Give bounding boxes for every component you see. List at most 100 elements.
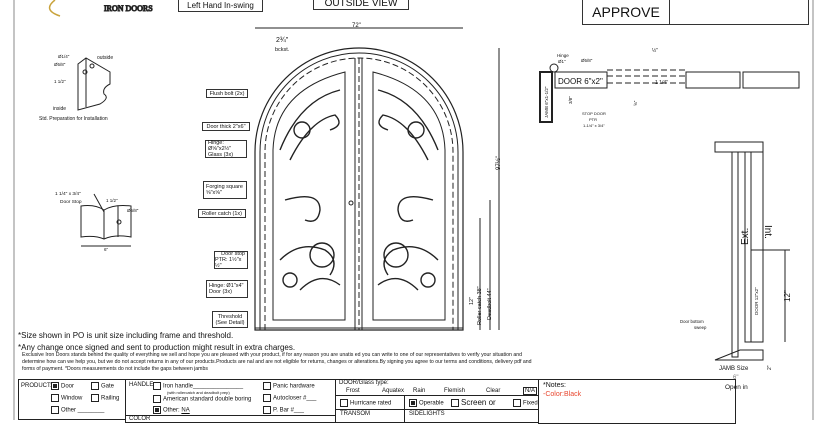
callout-hinge-glass: Hinge: Ø⅝"x2½"Glass (3x)	[205, 140, 247, 158]
svg-text:outside: outside	[97, 55, 113, 61]
sidelights-section: SIDELIGHTS	[404, 409, 539, 423]
svg-text:PTR: PTR	[589, 117, 597, 122]
svg-text:Ø5/8": Ø5/8"	[54, 62, 66, 67]
fixed-checkbox[interactable]: Fixed	[513, 399, 538, 407]
product-gate-checkbox[interactable]: Gate	[91, 382, 114, 390]
callout-door-thick: Door thick 2"x6"	[202, 122, 250, 131]
iron-handle-note: (with rollercatch and deadbolt prep)	[167, 390, 230, 395]
door-elevation: 72" 2¾" bckst. 97½" Deadbolt 44" Roller …	[254, 23, 502, 331]
svg-text:12": 12"	[783, 290, 792, 302]
iron-handle-checkbox[interactable]: Iron handle_______________	[153, 382, 243, 390]
hurricane-section: Hurricane rated	[335, 395, 405, 410]
svg-text:1 1/4" x 3/4": 1 1/4" x 3/4"	[55, 191, 81, 197]
notes-label: *Notes:	[543, 382, 566, 389]
svg-text:STOP DOOR: STOP DOOR	[582, 111, 606, 116]
transom-section: TRANSOM	[335, 409, 405, 423]
svg-text:inside: inside	[53, 106, 66, 112]
operable-checkbox[interactable]: Operable	[409, 399, 444, 407]
svg-text:2": 2"	[767, 365, 773, 370]
svg-text:Ø5/8": Ø5/8"	[127, 208, 139, 213]
product-other-checkbox[interactable]: Other ________	[51, 406, 104, 414]
svg-text:3/8": 3/8"	[568, 96, 573, 104]
svg-text:6": 6"	[733, 375, 738, 381]
handle-other-value: NA	[181, 407, 190, 414]
handle-section: HANDLE Iron handle_______________ (with …	[125, 379, 336, 416]
svg-text:6": 6"	[104, 247, 109, 252]
swing-label: Left Hand In-swing	[178, 0, 263, 12]
callout-flush-bolt: Flush bolt (2x)	[206, 89, 248, 98]
handle-other-checkbox[interactable]: Other: NA	[153, 406, 190, 414]
product-label: PRODUCT:	[21, 383, 52, 389]
section-view: Ext. Int. DOOR 12"x2" 12" Door bottom sw…	[680, 141, 792, 391]
glass-na[interactable]: N/A	[523, 387, 538, 395]
color-section: COLOR	[125, 415, 336, 423]
svg-text:1 1/2": 1 1/2"	[54, 79, 66, 84]
svg-text:72": 72"	[352, 23, 361, 29]
transom-label: TRANSOM	[340, 411, 370, 417]
notes-section: *Notes: -Color:Black	[538, 379, 736, 424]
size-note: *Size shown in PO is unit size including…	[18, 331, 234, 340]
svg-text:Deadbolt 44": Deadbolt 44"	[487, 288, 493, 320]
svg-text:Ext.: Ext.	[740, 228, 751, 245]
svg-text:1-1/4" x 3/4": 1-1/4" x 3/4"	[583, 123, 605, 128]
logo-text: IRON DOORS	[104, 4, 153, 13]
svg-text:Ø1/4": Ø1/4"	[58, 54, 70, 59]
svg-text:Ø1": Ø1"	[558, 59, 566, 64]
svg-text:DOOR 12"x2": DOOR 12"x2"	[754, 287, 759, 315]
svg-text:97½": 97½"	[495, 156, 502, 170]
approve-label: APPROVE	[583, 0, 670, 24]
svg-text:Door Stop: Door Stop	[60, 199, 82, 205]
hurricane-checkbox[interactable]: Hurricane rated	[340, 399, 391, 407]
svg-text:Hinge: Hinge	[557, 53, 569, 58]
svg-text:JAMB 6"x1-1/2": JAMB 6"x1-1/2"	[544, 86, 549, 118]
svg-text:sweep: sweep	[694, 325, 707, 330]
svg-text:1 1/4": 1 1/4"	[655, 80, 668, 86]
operation-section: Operable Screen or Fixed	[404, 395, 539, 410]
product-door-checkbox[interactable]: Door	[51, 382, 74, 390]
svg-text:1 1/2": 1 1/2"	[106, 198, 118, 203]
glass-flemish[interactable]: Flemish	[444, 388, 466, 394]
glass-frost[interactable]: Frost	[346, 388, 360, 394]
glass-aquatex[interactable]: Aquatex	[382, 388, 405, 394]
svg-text:2¾": 2¾"	[276, 37, 289, 44]
product-railing-checkbox[interactable]: Railing	[91, 394, 119, 402]
color-label: COLOR	[129, 416, 151, 422]
glass-clear[interactable]: Clear	[486, 388, 501, 394]
svg-text:bckst.: bckst.	[275, 47, 290, 53]
panic-hardware-checkbox[interactable]: Panic hardware	[263, 382, 315, 390]
svg-text:JAMB Size: JAMB Size	[719, 366, 749, 372]
callout-roller-catch: Roller catch (1x)	[198, 209, 246, 218]
approve-signature-field[interactable]	[670, 0, 808, 24]
svg-text:Int.: Int.	[762, 225, 773, 239]
pbar-checkbox[interactable]: P. Bar #___	[263, 406, 304, 414]
svg-text:Door bottom: Door bottom	[680, 319, 704, 324]
autocloser-checkbox[interactable]: Autocloser #___	[263, 394, 316, 402]
handle-label: HANDLE	[129, 382, 154, 388]
svg-text:Ø5/8": Ø5/8"	[581, 58, 593, 63]
callout-hinge-door: Hinge: Ø1"x4"Door (3x)	[206, 280, 248, 298]
sidelights-label: SIDELIGHTS	[409, 411, 445, 417]
svg-text:Roller catch 38": Roller catch 38"	[477, 286, 483, 325]
glass-section: DOOR/Glass type: Frost Aquatex Rain Flem…	[335, 379, 539, 396]
product-window-checkbox[interactable]: Window	[51, 394, 82, 402]
plan-view: Hinge Ø1" Ø5/8" ½" DOOR 6"x2" JAMB 6"x1-…	[539, 47, 800, 128]
american-boring-checkbox[interactable]: American standard double boring	[153, 395, 251, 403]
svg-text:Open in: Open in	[725, 384, 748, 391]
view-label: OUTSIDE VIEW	[313, 0, 409, 10]
change-note: *Any change once signed and sent to prod…	[18, 343, 296, 352]
svg-text:12": 12"	[469, 297, 475, 305]
svg-text:½": ½"	[652, 47, 658, 54]
callout-threshold: Threshold(See Detail)	[212, 311, 248, 328]
approve-box: APPROVE	[582, 0, 809, 25]
glass-rain[interactable]: Rain	[413, 388, 426, 394]
disclaimer: Exclusive Iron Doors stands behind the q…	[22, 352, 532, 372]
svg-text:⅝": ⅝"	[633, 100, 638, 106]
install-detail: Ø1/4" Ø5/8" 1 1/2" outside inside Std. P…	[39, 54, 113, 122]
svg-text:Std. Preparation for Installat: Std. Preparation for Installation	[39, 116, 108, 122]
screen-checkbox[interactable]: Screen or	[451, 398, 496, 407]
svg-text:DOOR 6"x2": DOOR 6"x2"	[558, 77, 603, 86]
glass-label: DOOR/Glass type:	[339, 380, 389, 386]
door-stop-detail: 1 1/4" x 3/4" Door Stop 1 1/2" Ø5/8" 6"	[55, 191, 139, 252]
